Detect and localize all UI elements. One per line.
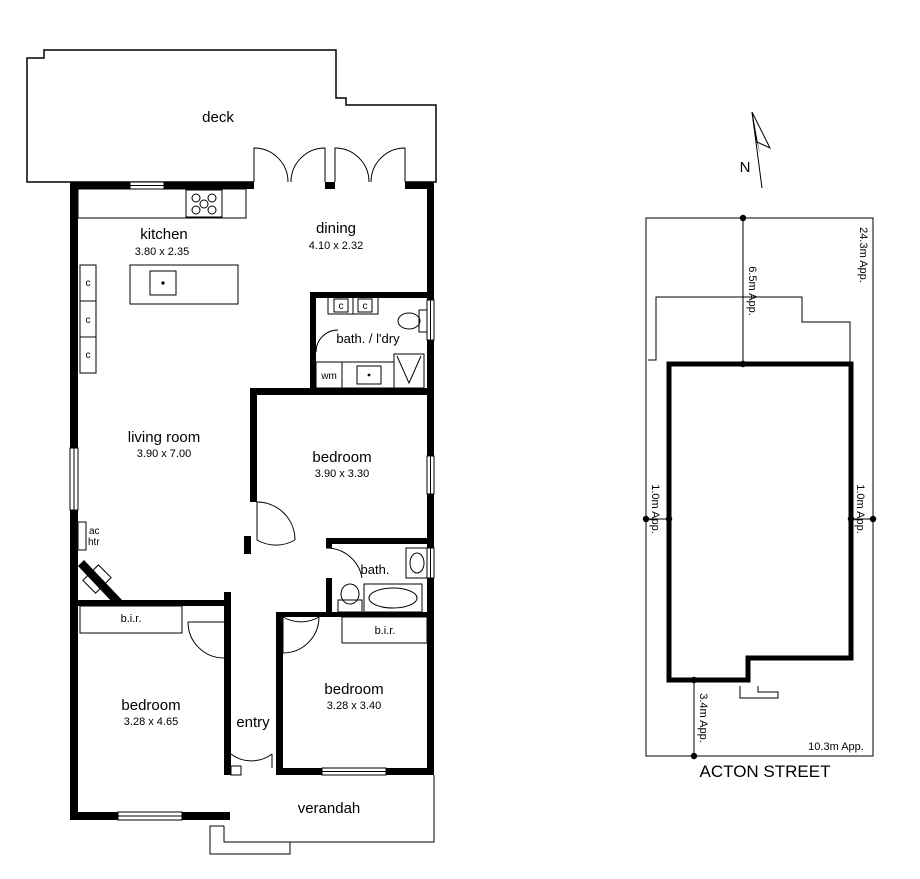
bir-left-label: b.i.r. — [121, 613, 142, 625]
heater: ac htr — [77, 521, 100, 551]
fireplace: fp — [78, 560, 122, 604]
cupboard-label: c — [86, 350, 91, 361]
dining-label: dining — [316, 220, 356, 237]
living-room-label: living room — [128, 429, 201, 446]
entry-label: entry — [236, 714, 270, 731]
living-room-dims: 3.90 x 7.00 — [137, 448, 191, 460]
bir-right-label: b.i.r. — [375, 625, 396, 637]
bath-laundry-walls — [310, 292, 434, 388]
kitchen-label: kitchen — [140, 226, 188, 243]
bedroom-mid-dims: 3.90 x 3.30 — [315, 468, 369, 480]
interior-doors — [187, 501, 363, 768]
bedroom-mid-label: bedroom — [312, 449, 371, 466]
kitchen-island — [129, 264, 239, 305]
cupboard-label: c — [363, 301, 368, 312]
windows — [69, 181, 435, 821]
built-in-robes: b.i.r. b.i.r. — [79, 605, 428, 644]
entry-door — [230, 765, 242, 776]
htr-label: htr — [88, 537, 100, 548]
north-label: N — [740, 159, 751, 176]
bath-laundry-label: bath. / l'dry — [336, 331, 400, 346]
ac-label: ac — [89, 526, 100, 537]
site-width-label: 10.3m App. — [808, 741, 864, 753]
site-plan: 24.3m App. 6.5m App. 1.0m App. 1.0m App.… — [642, 214, 877, 781]
dining-doors — [253, 147, 406, 183]
left-setback-label: 1.0m App. — [649, 484, 661, 534]
bedroom-left-label: bedroom — [121, 697, 180, 714]
verandah-outline — [209, 775, 435, 855]
dining-dims: 4.10 x 2.32 — [309, 240, 363, 252]
fireplace-label: fp — [96, 577, 105, 588]
bath-label: bath. — [361, 562, 390, 577]
site-depth-label: 24.3m App. — [857, 227, 869, 283]
pantry-cupboards: c c c — [79, 264, 97, 374]
rear-setback-label: 6.5m App. — [746, 266, 758, 316]
washing-machine-label: wm — [320, 371, 337, 382]
street-name: ACTON STREET — [700, 762, 831, 781]
cupboard-label: c — [86, 315, 91, 326]
bathroom-fixtures — [337, 547, 428, 613]
bedroom-right-dims: 3.28 x 3.40 — [327, 700, 381, 712]
front-setback-label: 3.4m App. — [697, 693, 709, 743]
north-arrow-icon: N — [740, 111, 772, 189]
kitchen-bench — [77, 188, 247, 219]
kitchen-dims: 3.80 x 2.35 — [135, 246, 189, 258]
verandah-label: verandah — [298, 800, 361, 817]
deck-outline — [26, 49, 437, 183]
cupboard-label: c — [339, 301, 344, 312]
right-setback-label: 1.0m App. — [854, 484, 866, 534]
cupboard-label: c — [86, 278, 91, 289]
bedroom-right-label: bedroom — [324, 681, 383, 698]
deck-label: deck — [202, 109, 234, 126]
bedroom-left-dims: 3.28 x 4.65 — [124, 716, 178, 728]
interior-walls — [78, 388, 434, 775]
